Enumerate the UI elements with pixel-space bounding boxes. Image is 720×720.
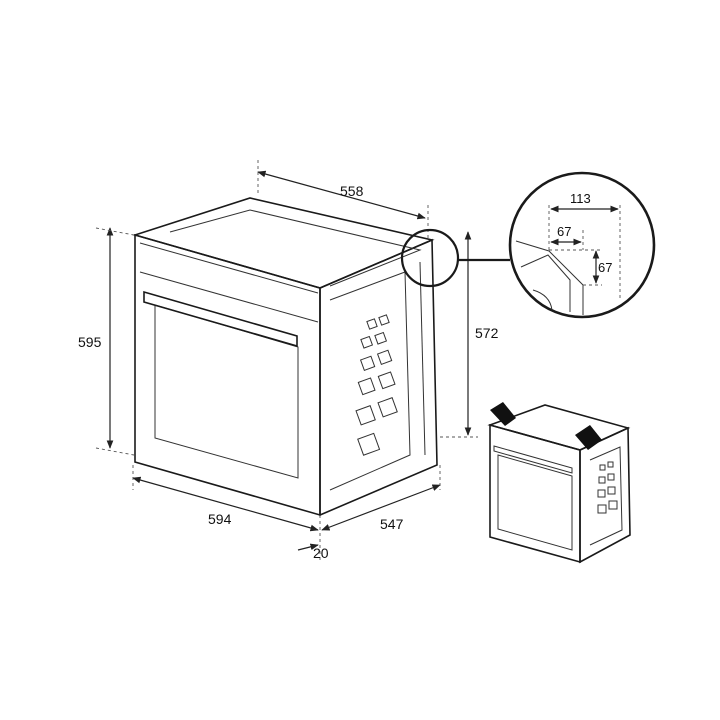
dimension-lines bbox=[95, 160, 478, 560]
control-panel-line bbox=[139, 242, 319, 294]
oven-front-face bbox=[134, 233, 321, 517]
detail-dimension-67-horizontal: 67 bbox=[557, 224, 571, 239]
dimension-595: 595 bbox=[78, 334, 102, 350]
dimension-558: 558 bbox=[340, 183, 364, 199]
hand-icon-left bbox=[490, 402, 516, 426]
side-panel bbox=[329, 271, 411, 491]
detail-dimension-113: 113 bbox=[570, 191, 591, 206]
dimension-594: 594 bbox=[208, 511, 232, 527]
side-vents bbox=[355, 314, 398, 456]
dimension-572: 572 bbox=[475, 325, 499, 341]
dimension-20: 20 bbox=[313, 545, 329, 561]
oven-top-face bbox=[132, 197, 435, 289]
oven-side-face bbox=[319, 238, 438, 517]
door-handle bbox=[143, 290, 298, 348]
hand-icon-right bbox=[575, 425, 602, 450]
installation-oven bbox=[487, 402, 631, 564]
detail-callout bbox=[400, 171, 656, 319]
dimension-547: 547 bbox=[380, 516, 404, 532]
main-oven bbox=[132, 197, 438, 517]
detail-dimension-67-vertical: 67 bbox=[598, 260, 612, 275]
